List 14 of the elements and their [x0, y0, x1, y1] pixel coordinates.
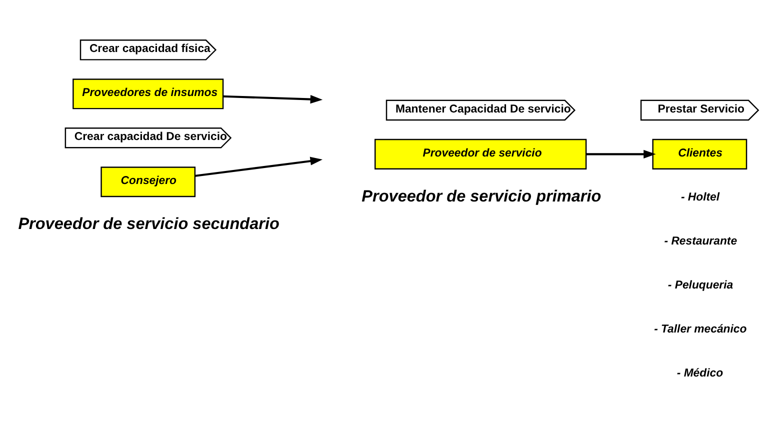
arrow: [223, 94, 323, 104]
label: - Restaurante: [664, 234, 738, 247]
label: - Médico: [676, 366, 724, 379]
label: Proveedor de servicio secundario: [18, 214, 280, 233]
label: Proveedor de servicio primario: [362, 186, 602, 205]
arrow: [194, 156, 323, 176]
label: - Taller mecánico: [654, 322, 747, 335]
label: - Holtel: [680, 190, 720, 203]
label: - Peluqueria: [668, 278, 734, 291]
node-box: Proveedores de insumos: [72, 78, 224, 109]
arrow: [586, 149, 656, 158]
node-box: Clientes: [652, 138, 748, 169]
node-box: Consejero: [100, 166, 196, 197]
node-box: Proveedor de servicio: [374, 138, 587, 169]
